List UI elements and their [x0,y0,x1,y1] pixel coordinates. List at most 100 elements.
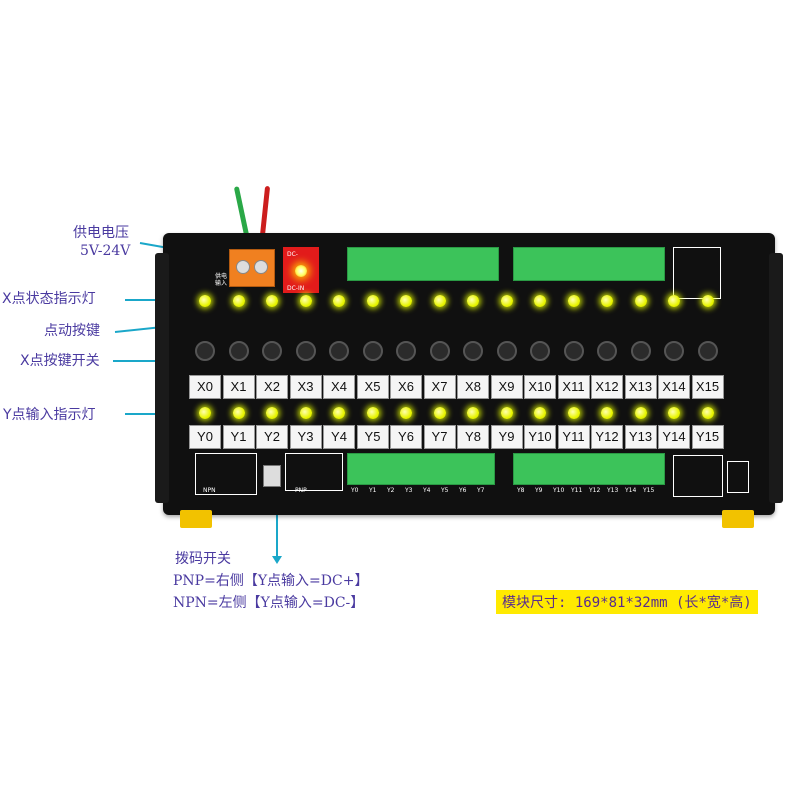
dc-minus-label: DC- [287,251,298,258]
arrow-dip-head [272,556,282,564]
x-status-led-10 [534,295,546,307]
x-key-13[interactable]: X13 [624,375,657,399]
left-rail [155,253,169,503]
y-key-14[interactable]: Y14 [658,425,690,449]
y-input-led-14 [668,407,680,419]
y-key-5[interactable]: Y5 [356,425,389,449]
y-input-led-8 [467,407,479,419]
x-key-0[interactable]: X0 [189,375,221,399]
power-input-label: 供电 输入 [215,273,228,287]
npn-info-panel [195,453,257,495]
y-input-led-6 [400,407,412,419]
x-key-14[interactable]: X14 [658,375,690,399]
x-status-led-4 [333,295,345,307]
push-button-2[interactable] [262,341,282,361]
y-terminal-label-left-3: Y3 [405,487,413,494]
y-key-11[interactable]: Y11 [557,425,590,449]
y-input-led-9 [500,407,513,419]
x-key-5[interactable]: X5 [356,375,389,399]
x-key-11[interactable]: X11 [557,375,590,399]
x-status-led-5 [366,295,379,307]
y-key-4[interactable]: Y4 [323,425,355,449]
y-key-2[interactable]: Y2 [256,425,288,449]
y-key-3[interactable]: Y3 [289,425,322,449]
push-button-15[interactable] [697,341,718,361]
bottom-terminal-block-right[interactable] [513,453,665,485]
x-key-4[interactable]: X4 [323,375,355,399]
power-pin-1 [236,260,250,274]
dc-in-panel: DC- DC-IN [283,247,319,293]
push-button-14[interactable] [664,341,684,361]
y-input-led-11 [567,407,580,419]
push-button-13[interactable] [630,341,651,361]
y-terminal-label-right-2: Y10 [553,487,565,494]
y-key-12[interactable]: Y12 [591,425,623,449]
top-terminal-block-right[interactable] [513,247,665,281]
y-key-1[interactable]: Y1 [222,425,255,449]
y-key-10[interactable]: Y10 [524,425,556,449]
push-button-7[interactable] [429,341,450,361]
push-button-6[interactable] [396,341,416,361]
y-key-6[interactable]: Y6 [390,425,422,449]
push-button-12[interactable] [597,341,617,361]
power-terminal[interactable] [229,249,275,287]
bottom-terminal-block-left[interactable] [347,453,495,485]
x-key-6[interactable]: X6 [390,375,422,399]
dip-switch[interactable] [263,465,281,487]
y-input-led-2 [266,407,278,419]
y-terminal-label-left-6: Y6 [459,487,467,494]
x-key-8[interactable]: X8 [457,375,489,399]
y-key-7[interactable]: Y7 [423,425,456,449]
x-key-2[interactable]: X2 [256,375,288,399]
push-button-9[interactable] [496,341,517,361]
push-button-3[interactable] [295,341,316,361]
x-status-led-0 [199,295,211,307]
x-key-15[interactable]: X15 [691,375,724,399]
push-button-11[interactable] [563,341,584,361]
x-key-10[interactable]: X10 [524,375,556,399]
y-input-led-7 [433,407,446,419]
x-key-3[interactable]: X3 [289,375,322,399]
x-key-9[interactable]: X9 [490,375,523,399]
dip-switch-title: 拨码开关 [175,551,231,567]
top-terminal-block-left[interactable] [347,247,499,281]
x-key-7[interactable]: X7 [423,375,456,399]
x-key-12[interactable]: X12 [591,375,623,399]
y-terminal-label-right-1: Y9 [535,487,543,494]
push-button-1[interactable] [228,341,249,361]
arrow-dip-line [276,484,278,560]
push-button-0[interactable] [195,341,215,361]
push-button-8[interactable] [463,341,483,361]
push-button-10[interactable] [530,341,550,361]
x-status-led-8 [467,295,479,307]
npn-label: NPN [203,487,216,494]
x-status-led-12 [601,295,613,307]
x-status-led-15 [701,295,714,307]
push-button-4[interactable] [329,341,349,361]
dip-npn-label: NPN=左侧【Y点输入=DC-】 [173,595,365,611]
x-status-led-9 [500,295,513,307]
y-key-0[interactable]: Y0 [189,425,221,449]
y-key-13[interactable]: Y13 [624,425,657,449]
y-key-9[interactable]: Y9 [490,425,523,449]
y-key-8[interactable]: Y8 [457,425,489,449]
x-key-1[interactable]: X1 [222,375,255,399]
pnp-info-panel [285,453,343,491]
supply-voltage-value: 5V-24V [80,243,131,259]
y-terminal-label-right-3: Y11 [571,487,583,494]
x-status-led-6 [400,295,412,307]
y-terminal-label-right-6: Y14 [625,487,637,494]
y-input-led-15 [701,407,714,419]
y-input-led-13 [634,407,647,419]
x-status-led-11 [567,295,580,307]
din-clip-right [722,510,754,528]
module-size-badge: 模块尺寸: 169*81*32mm (长*宽*高) [496,590,758,614]
y-key-15[interactable]: Y15 [691,425,724,449]
y-input-led-5 [366,407,379,419]
push-button-5[interactable] [362,341,383,361]
y-input-led-1 [232,407,245,419]
right-rail [769,253,783,503]
x-status-led-7 [433,295,446,307]
y-input-led-0 [199,407,211,419]
y-terminal-label-right-0: Y8 [517,487,525,494]
